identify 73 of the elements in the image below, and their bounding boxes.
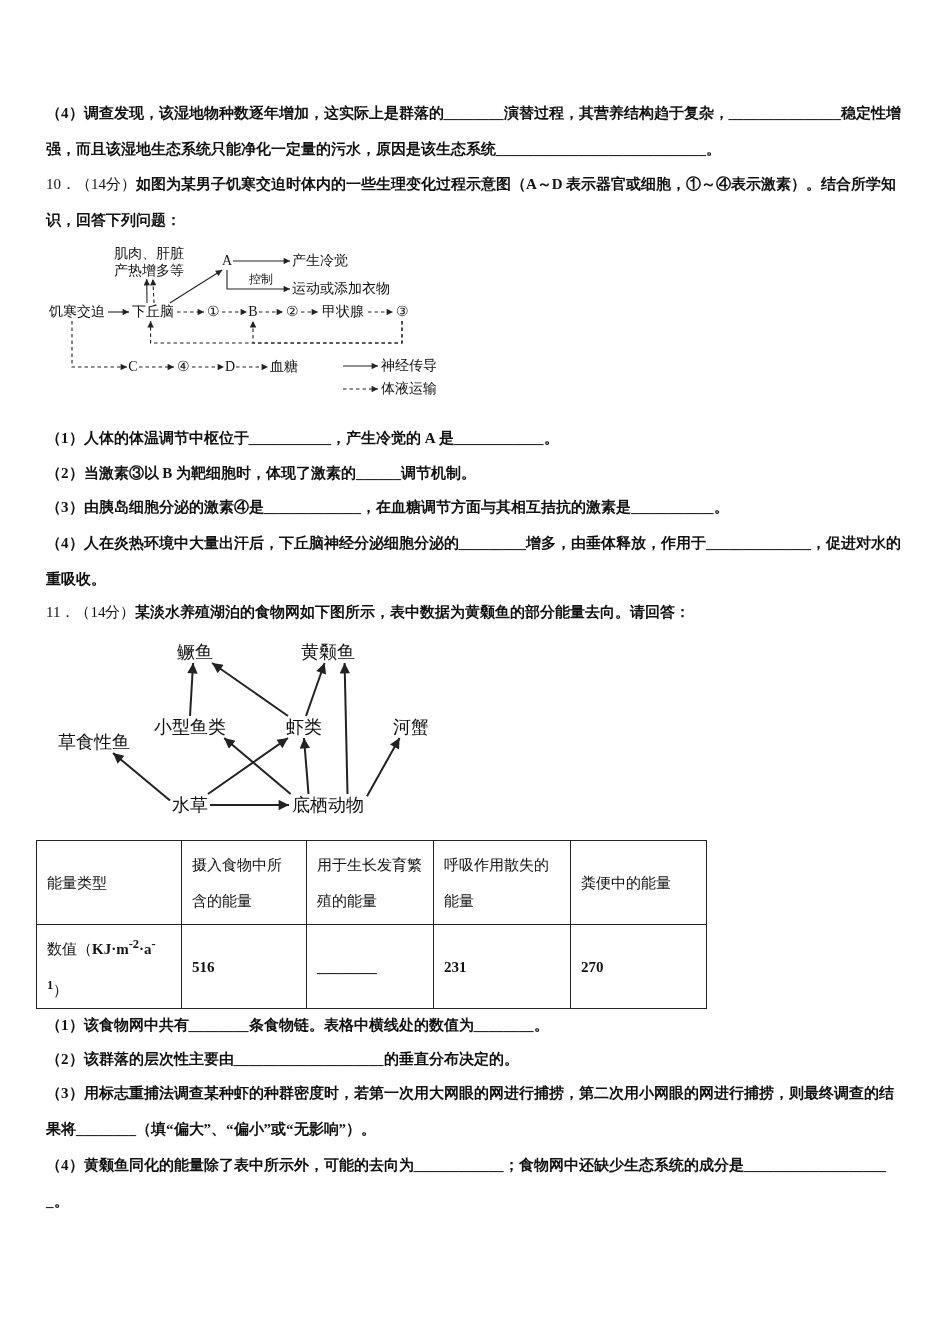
flow-label: A	[221, 252, 233, 270]
arrow	[150, 278, 157, 304]
arrow	[249, 320, 403, 344]
organism-label: 黄颡鱼	[299, 641, 356, 663]
flow-label: 肌肉、肝脏产热增多等	[110, 245, 188, 279]
arrow	[235, 363, 269, 371]
arrow	[207, 737, 289, 795]
arrow	[223, 737, 292, 795]
flow-label: ③	[393, 303, 411, 321]
arrow	[107, 308, 130, 316]
arrow	[366, 737, 401, 798]
legend-label: 体液运输	[381, 380, 437, 398]
arrow	[191, 363, 225, 371]
legend-label: 神经传导	[381, 357, 437, 375]
table-cell: 粪便中的能量	[570, 840, 707, 925]
arrow	[112, 752, 171, 802]
flow-label: B	[247, 303, 259, 321]
table-cell: 呼吸作用散失的能量	[433, 840, 571, 925]
organism-label: 鳜鱼	[176, 641, 214, 663]
question-text: （2）当激素③以 B 为靶细胞时，体现了激素的______调节机制。	[46, 464, 477, 483]
arrow	[305, 662, 327, 717]
table-cell: 摄入食物中所含的能量	[181, 840, 307, 925]
flow-label: 产生冷觉	[290, 252, 350, 270]
flow-label: 饥寒交迫	[46, 303, 108, 321]
question-text: （1）该食物网中共有________条食物链。表格中横线处的数值为________。	[46, 1016, 550, 1035]
flow-label: ④	[174, 358, 192, 376]
flow-label: 运动或添加衣物	[290, 280, 392, 298]
arrow	[258, 308, 284, 316]
flow-label: 血糖	[268, 358, 300, 376]
table-cell: 270	[570, 924, 707, 1009]
table-cell: 516	[181, 924, 307, 1009]
arrow	[143, 278, 150, 304]
table-cell: 231	[433, 924, 571, 1009]
flow-label: 甲状腺	[318, 303, 368, 321]
organism-label: 水草	[170, 794, 210, 816]
organism-label: 草食性鱼	[56, 731, 132, 753]
arrow	[211, 662, 289, 717]
question-text: （4）人在炎热环境中大量出汗后，下丘脑神经分泌细胞分泌的_________增多，由垂体释放，作用于______________，促进对水的重吸收。	[46, 534, 902, 589]
organism-label: 虾类	[284, 716, 324, 738]
organism-label: 底栖动物	[289, 794, 367, 816]
question-text: （2）该群落的层次性主要由____________________的垂直分布决定的。	[46, 1050, 520, 1069]
question-text: （3）用标志重捕法调查某种虾的种群密度时，若第一次用大网眼的网进行捕捞，第二次用小网眼的网进行捕捞，则最终调查的结果将________（填“偏大”、“偏小”或“无影响”）。	[46, 1084, 895, 1139]
arrow	[187, 662, 198, 717]
table-cell: 数值（KJ·m$^{-2}$·a$^{-}$$^{1}$）	[36, 924, 182, 1009]
arrow	[299, 737, 310, 795]
flow-label: ①	[204, 303, 222, 321]
arrow	[176, 308, 205, 316]
arrow	[71, 320, 128, 371]
arrow	[232, 257, 291, 265]
question-text: （4）调查发现，该湿地物种数逐年增加，这实际上是群落的________演替过程，其营养结构趋于复杂，_______________稳定性增强，而且该湿地生态系统只能净化一定量的污水，原因是该生态系统____________________________。	[46, 104, 902, 159]
arrow	[209, 799, 290, 811]
arrow	[226, 269, 291, 293]
table-cell: 能量类型	[36, 840, 182, 925]
flow-label: D	[224, 358, 236, 376]
table-cell: ________	[306, 924, 434, 1009]
question-text: （1）人体的体温调节中枢位于___________，产生冷觉的 A 是____________。	[46, 429, 560, 448]
arrow	[367, 308, 394, 316]
organism-label: 河蟹	[392, 716, 430, 738]
arrow	[169, 269, 223, 304]
arrow	[339, 662, 351, 795]
edge-label: 控制	[246, 272, 275, 286]
arrow	[221, 308, 248, 316]
arrow	[138, 363, 175, 371]
organism-label: 小型鱼类	[152, 716, 228, 738]
question-text: （4）黄颡鱼同化的能量除了表中所示外，可能的去向为____________；食物网中还缺少生态系统的成分是____________________。	[46, 1156, 887, 1211]
flow-label: C	[127, 358, 139, 376]
table-cell: 用于生长发育繁殖的能量	[306, 840, 434, 925]
flow-label: 下丘脑	[129, 303, 177, 321]
arrow	[300, 308, 319, 316]
question-text: （3）由胰岛细胞分泌的激素④是_____________，在血糖调节方面与其相互拮抗的激素是___________。	[46, 498, 730, 517]
question-text: 11．（14分）某淡水养殖湖泊的食物网如下图所示，表中数据为黄颡鱼的部分能量去向。请回答：	[46, 603, 692, 622]
flow-label: ②	[283, 303, 301, 321]
question-text: 10．（14分）如图为某男子饥寒交迫时体内的一些生理变化过程示意图（A～D 表示器官或细胞，①～④表示激素）。结合所学知识，回答下列问题：	[46, 175, 898, 230]
